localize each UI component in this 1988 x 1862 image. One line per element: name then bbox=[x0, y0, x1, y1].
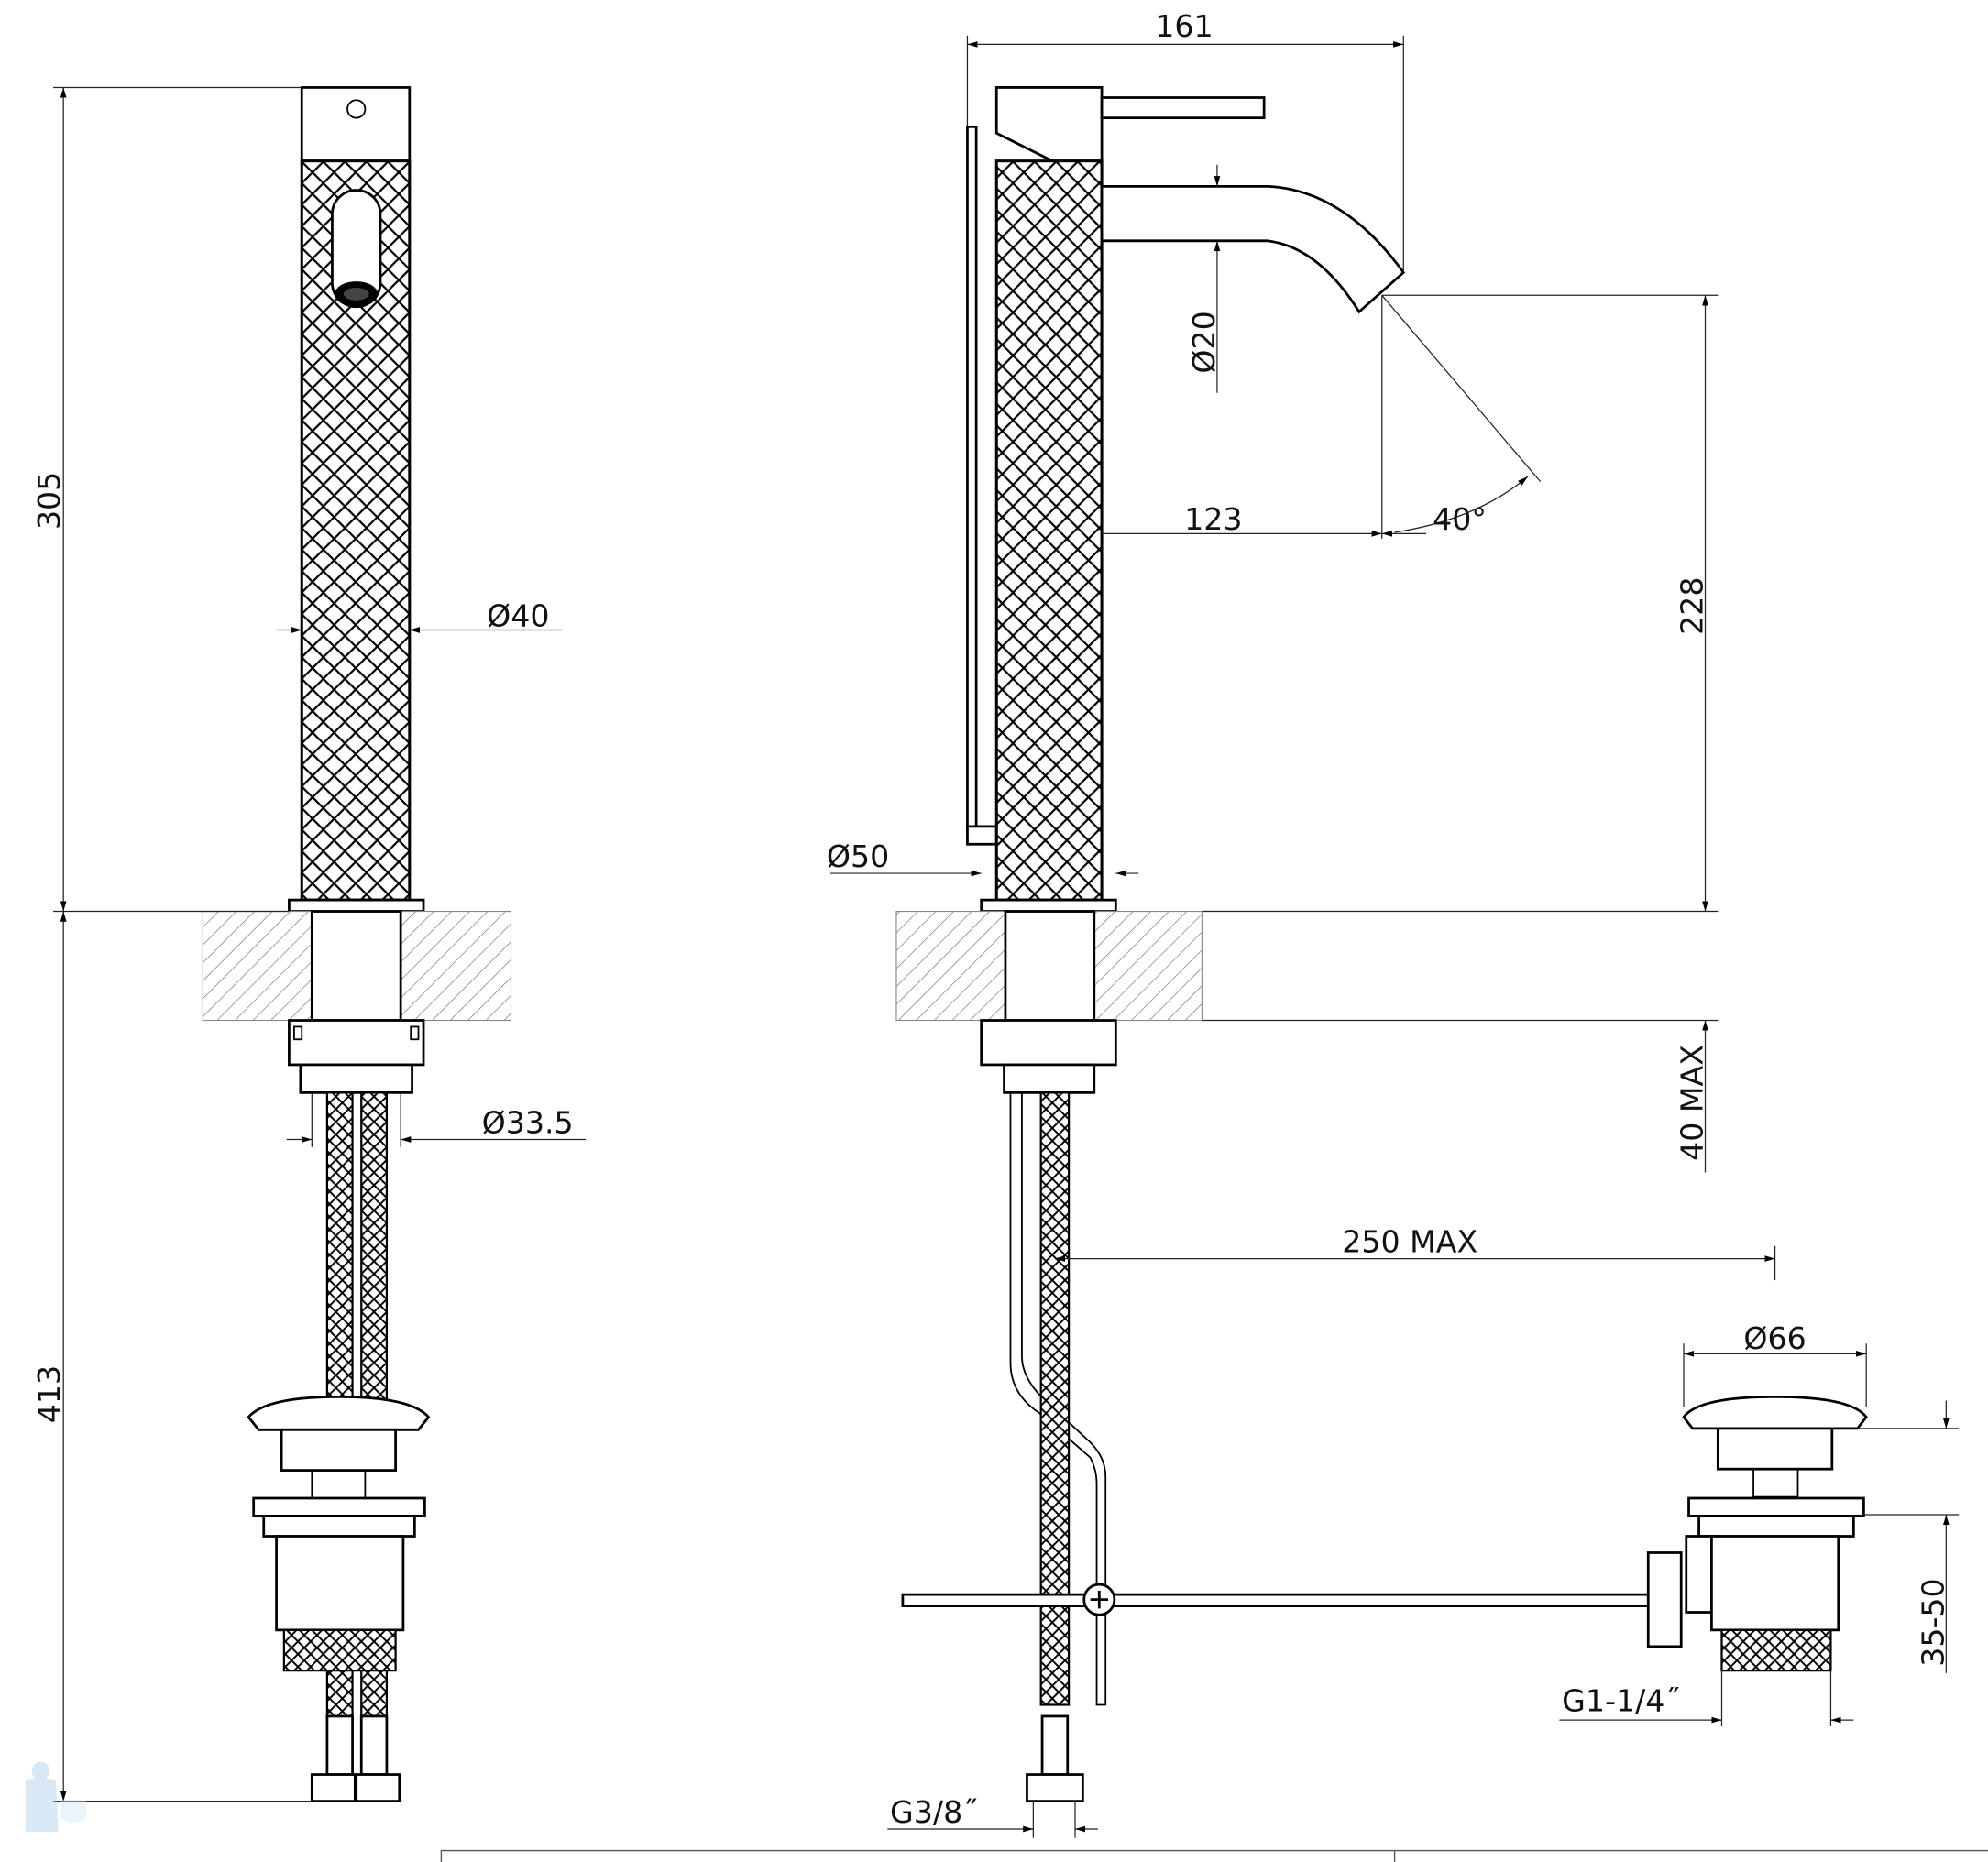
dim-drain-diameter: Ø66 bbox=[1743, 1320, 1806, 1356]
drain-cap bbox=[1682, 1395, 1868, 1430]
dim-base-diameter: Ø50 bbox=[827, 838, 889, 874]
hose-nut bbox=[355, 1773, 401, 1802]
dim-shank-diameter: Ø33.5 bbox=[482, 1105, 574, 1141]
shank bbox=[310, 910, 402, 1022]
drain-body bbox=[275, 1535, 405, 1632]
drain-thread bbox=[282, 1628, 397, 1672]
base-ring bbox=[288, 898, 425, 913]
dim-40-max: 40 MAX bbox=[1675, 1045, 1710, 1161]
knurled-body bbox=[994, 159, 1104, 902]
dim-161: 161 bbox=[1155, 8, 1213, 44]
lever-hole bbox=[346, 99, 367, 119]
fixing-nut bbox=[288, 1019, 425, 1067]
dim-drain-thread: G1-1/4˝ bbox=[1562, 1682, 1680, 1718]
dim-228: 228 bbox=[1675, 577, 1710, 635]
dim-305: 305 bbox=[31, 472, 67, 530]
pop-up-rod bbox=[1009, 1092, 1107, 1706]
drawing-frame bbox=[440, 1849, 1988, 1862]
drain-cap bbox=[247, 1395, 431, 1431]
hose bbox=[1039, 1091, 1071, 1706]
lever-head bbox=[994, 86, 1104, 163]
spout bbox=[1100, 184, 1406, 314]
dim-spout-diameter: Ø20 bbox=[1186, 311, 1222, 373]
dim-body-diameter: Ø40 bbox=[487, 597, 549, 633]
dim-413: 413 bbox=[31, 1365, 67, 1423]
lever-handle bbox=[1100, 96, 1266, 120]
dim-123: 123 bbox=[1184, 501, 1242, 537]
side-view: 161 Ø20 123 40° 228 40 MAX Ø50 250 MAX Ø… bbox=[827, 8, 1960, 1838]
hose bbox=[360, 1091, 389, 1402]
pull-rod bbox=[901, 1593, 1653, 1607]
hose-nut bbox=[310, 1773, 357, 1802]
dim-angle: 40° bbox=[1433, 501, 1487, 537]
dim-hose-thread: G3/8˝ bbox=[890, 1794, 978, 1830]
lift-rod bbox=[966, 125, 978, 833]
hose bbox=[325, 1091, 354, 1402]
lever-cap bbox=[300, 86, 412, 163]
front-view: 305 413 Ø40 Ø33.5 bbox=[31, 86, 587, 1802]
dim-35-50: 35-50 bbox=[1916, 1578, 1951, 1666]
dim-250-max: 250 MAX bbox=[1342, 1224, 1477, 1260]
watermark-logo bbox=[25, 1761, 87, 1832]
